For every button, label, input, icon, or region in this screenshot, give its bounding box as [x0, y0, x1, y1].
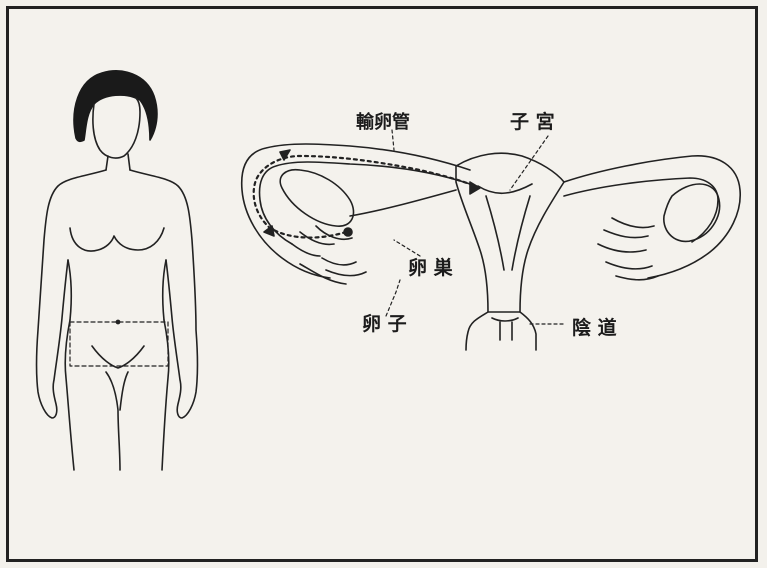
- figure-right-arm: [130, 170, 198, 418]
- leader-uterus: [510, 136, 548, 190]
- label-vagina: 陰 道: [572, 316, 617, 339]
- figure-chest: [70, 228, 164, 251]
- leader-fallopian-tube: [392, 130, 394, 150]
- label-fallopian-tube: 輸卵管: [356, 111, 410, 133]
- label-ovary: 卵 巣: [408, 256, 454, 279]
- leader-egg: [386, 280, 400, 316]
- right-fimbriae: [598, 218, 658, 280]
- pelvis-highlight-box: [70, 322, 168, 366]
- left-fimbriae: [292, 226, 366, 284]
- arrowhead-to-uterus: [470, 182, 480, 194]
- label-egg: 卵 子: [362, 312, 407, 335]
- label-uterus: 子 宮: [510, 110, 555, 133]
- uterus-body: [456, 153, 564, 312]
- figure-face: [93, 98, 140, 158]
- arrowhead-up: [280, 150, 290, 160]
- arrowhead-return: [264, 226, 274, 236]
- figure-hair: [74, 71, 157, 141]
- female-figure: [37, 71, 198, 470]
- reproductive-diagram: [242, 130, 741, 350]
- right-ovary: [664, 184, 720, 241]
- vagina: [466, 312, 536, 350]
- left-ovary: [280, 170, 353, 226]
- leader-ovary: [394, 240, 420, 256]
